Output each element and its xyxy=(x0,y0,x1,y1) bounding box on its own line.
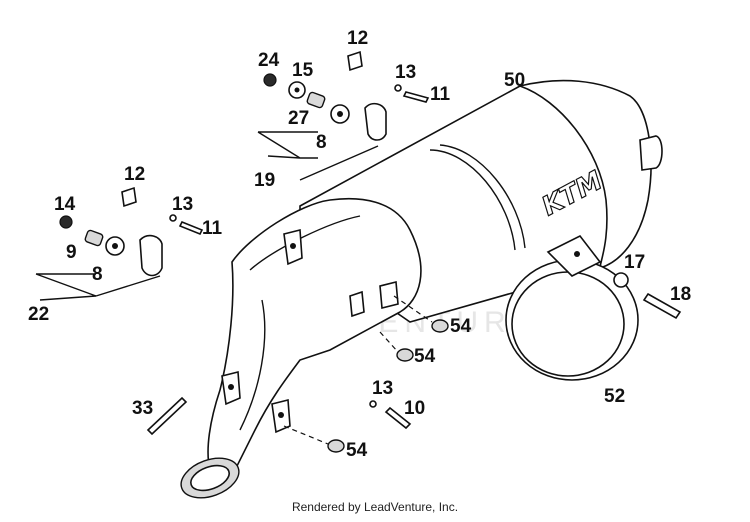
bolt-18 xyxy=(642,292,682,320)
label-19: 19 xyxy=(254,170,275,191)
label-12-left: 12 xyxy=(124,164,145,185)
label-54-b: 54 xyxy=(414,346,436,367)
label-13-left: 13 xyxy=(172,194,193,215)
spring-33 xyxy=(146,396,188,436)
label-8-left: 8 xyxy=(92,264,103,285)
silencer-body: KTM xyxy=(180,79,663,499)
washer-17 xyxy=(613,272,629,288)
washer-13c xyxy=(369,400,377,408)
label-15: 15 xyxy=(292,60,314,81)
label-52: 52 xyxy=(604,386,625,407)
label-33: 33 xyxy=(132,398,153,419)
label-10: 10 xyxy=(404,398,425,419)
plug-54c xyxy=(327,439,345,453)
leader-lines xyxy=(35,131,379,301)
label-14: 14 xyxy=(54,194,76,215)
label-13-top: 13 xyxy=(395,62,416,83)
plug-54b xyxy=(396,348,414,362)
label-22: 22 xyxy=(28,304,49,325)
label-9: 9 xyxy=(66,242,77,263)
label-11-top: 11 xyxy=(430,84,451,105)
label-11-left: 11 xyxy=(202,218,223,239)
upper-bracket xyxy=(263,50,430,141)
label-12-top: 12 xyxy=(347,28,368,49)
label-54-a: 54 xyxy=(450,316,472,337)
label-17: 17 xyxy=(624,252,645,273)
label-13-bottom: 13 xyxy=(372,378,393,399)
label-18: 18 xyxy=(670,284,691,305)
clamp-band xyxy=(505,234,639,381)
callout-labels: 12 24 15 13 11 50 27 8 19 12 14 13 11 9 … xyxy=(28,28,691,461)
lower-bracket xyxy=(59,186,204,277)
bolt-10 xyxy=(384,406,412,430)
label-50: 50 xyxy=(504,70,525,91)
label-27: 27 xyxy=(288,108,309,129)
plug-54a xyxy=(431,319,449,333)
label-8-top: 8 xyxy=(316,132,327,153)
label-54-c: 54 xyxy=(346,440,368,461)
label-24: 24 xyxy=(258,50,280,71)
footer-credit: Rendered by LeadVenture, Inc. xyxy=(291,500,459,514)
